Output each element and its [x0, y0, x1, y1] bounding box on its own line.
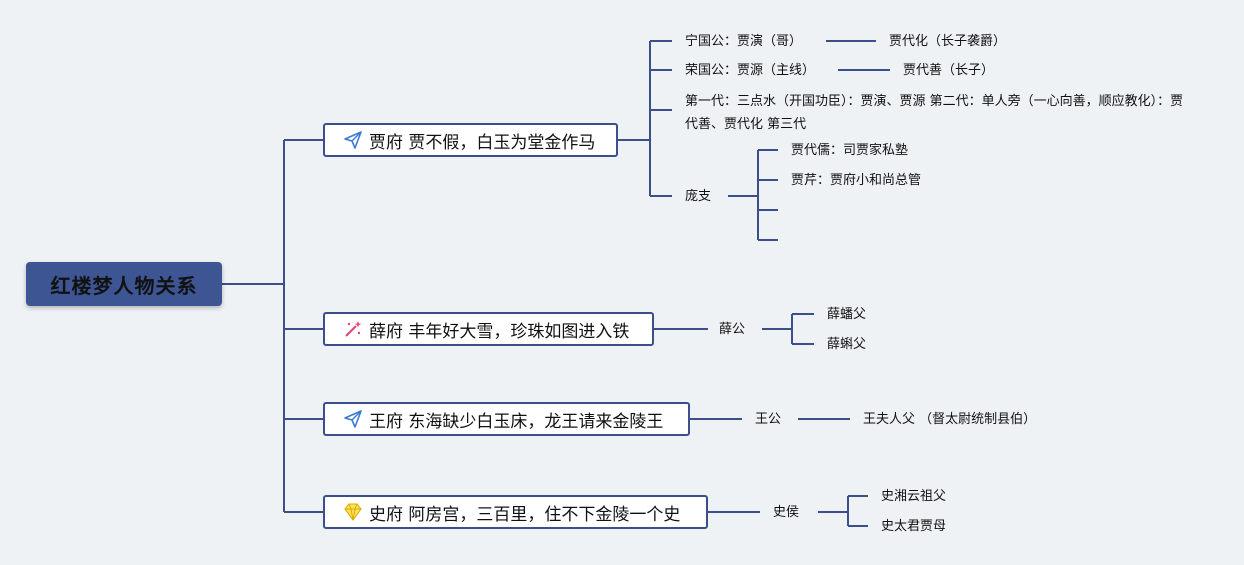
node-wang-furen-father[interactable]: 王夫人父 （督太尉统制县伯） [860, 411, 1040, 429]
branch-jia-fu[interactable]: 贾府 贾不假，白玉为堂金作马 [323, 123, 618, 157]
branch-label: 贾府 贾不假，白玉为堂金作马 [369, 132, 596, 153]
paper-plane-icon [343, 409, 363, 429]
node-generations[interactable]: 第一代：三点水（开国功臣）：贾演、贾源 第二代：单人旁（一心向善，顺应教化）：贾… [682, 89, 1193, 137]
node-ningguo-gong[interactable]: 宁国公：贾演（哥） [682, 33, 806, 51]
node-shi-xiangyun-grandfather[interactable]: 史湘云祖父 [878, 488, 950, 506]
branch-label: 史府 阿房宫，三百里，住不下金陵一个史 [369, 504, 681, 525]
node-rongguo-gong[interactable]: 荣国公：贾源（主线） [682, 62, 819, 80]
node-xue-pan-father[interactable]: 薛蟠父 [824, 306, 870, 324]
branch-label: 薛府 丰年好大雪，珍珠如图进入铁 [369, 321, 630, 342]
branch-wang-fu[interactable]: 王府 东海缺少白玉床，龙王请来金陵王 [323, 402, 690, 436]
node-jia-qin[interactable]: 贾芹：贾府小和尚总管 [788, 172, 925, 190]
node-jia-dairu[interactable]: 贾代儒：司贾家私塾 [788, 142, 912, 160]
gem-icon [343, 502, 363, 522]
branch-xue-fu[interactable]: 薛府 丰年好大雪，珍珠如图进入铁 [323, 312, 654, 346]
root-topic[interactable]: 红楼梦人物关系 [26, 262, 222, 306]
node-jia-daihua[interactable]: 贾代化（长子袭爵） [886, 33, 1010, 51]
node-jia-daishan[interactable]: 贾代善（长子） [900, 62, 998, 80]
node-xue-ke-father[interactable]: 薛蝌父 [824, 336, 870, 354]
node-shi-hou[interactable]: 史侯 [770, 504, 803, 522]
node-pangzhi[interactable]: 庞支 [682, 188, 715, 206]
branch-label: 王府 东海缺少白玉床，龙王请来金陵王 [369, 411, 664, 432]
node-xue-gong[interactable]: 薛公 [716, 321, 749, 339]
node-wang-gong[interactable]: 王公 [752, 411, 785, 429]
magic-wand-icon [343, 319, 363, 339]
branch-shi-fu[interactable]: 史府 阿房宫，三百里，住不下金陵一个史 [323, 495, 708, 529]
paper-plane-icon [343, 130, 363, 150]
node-shi-taijun[interactable]: 史太君贾母 [878, 518, 950, 536]
